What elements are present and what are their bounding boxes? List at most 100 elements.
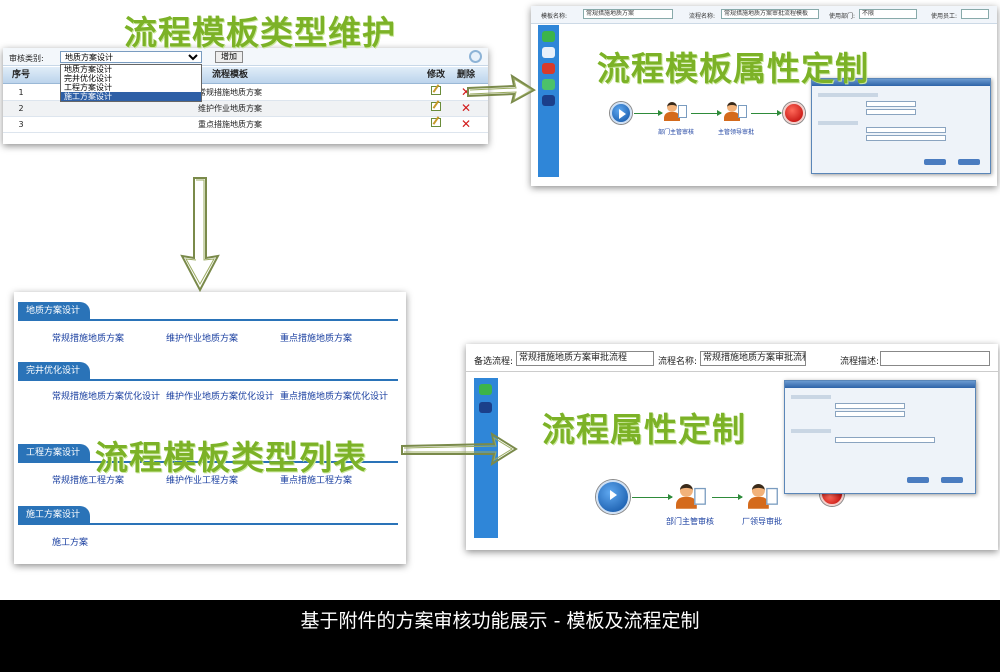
template-property-toolbar: 模板名称: 常规措施地质方案 流程名称: 常规措施地质方案审批流程模板 使用部门… [531, 6, 997, 24]
flow-arrow [634, 110, 663, 116]
row-no: 3 [18, 120, 24, 129]
template-link[interactable]: 常规措施地质方案优化设计 [52, 392, 161, 402]
caption-bar [0, 600, 1000, 672]
node-label-dept-review: 部门主管审核 [658, 129, 695, 136]
template-link[interactable]: 重点措施地质方案 [280, 334, 353, 344]
flow-desc-input[interactable] [880, 351, 990, 366]
flow-arrow [632, 494, 673, 500]
dept-label: 使用部门: [829, 13, 856, 20]
user-node-icon[interactable] [724, 102, 748, 122]
col-delete: 删除 [456, 70, 475, 80]
flow-start-node[interactable] [610, 102, 632, 124]
dialog-cancel-button[interactable] [958, 159, 980, 165]
flow-arrow [751, 110, 782, 116]
template-link[interactable]: 施工方案 [52, 538, 89, 548]
edit-icon[interactable] [431, 118, 441, 127]
tool-sidebar [538, 25, 559, 177]
template-property-title: 流程模板属性定制 [597, 49, 869, 88]
row-template-name: 常规措施地质方案 [198, 88, 262, 97]
category-tab[interactable]: 完井优化设计 [18, 362, 90, 380]
save-icon[interactable] [542, 95, 555, 106]
flow-name-input[interactable]: 常规措施地质方案审批流程模板 [721, 9, 819, 19]
property-dialog [811, 78, 991, 174]
node-label-dept-review: 部门主管审核 [666, 517, 714, 526]
filter-toolbar: 审核类别: 地质方案设计 增加 [3, 48, 488, 66]
template-link[interactable]: 重点措施工程方案 [280, 476, 353, 486]
flow-name-label: 流程名称: [689, 13, 716, 20]
add-button[interactable]: 增加 [215, 51, 243, 63]
dept-select[interactable]: 不限 [859, 9, 917, 19]
node-label-factory-approve: 厂领导审批 [742, 517, 782, 526]
template-name-label: 模板名称: [541, 13, 568, 20]
template-link[interactable]: 常规措施地质方案 [52, 334, 125, 344]
table-row: 3 重点措施地质方案 ✕ [3, 117, 488, 133]
category-section: 工程方案设计常规措施工程方案 维护作业工程方案 重点措施工程方案 [18, 444, 402, 504]
flow-name-label: 流程名称: [658, 357, 698, 367]
template-property-panel: 模板名称: 常规措施地质方案 流程名称: 常规措施地质方案审批流程模板 使用部门… [531, 6, 997, 186]
category-section: 地质方案设计常规措施地质方案 维护作业地质方案 重点措施地质方案 [18, 302, 402, 362]
staff-input[interactable] [961, 9, 989, 19]
template-name-input[interactable]: 常规措施地质方案 [583, 9, 673, 19]
template-link[interactable]: 维护作业工程方案 [166, 476, 239, 486]
flow-name-input[interactable]: 常规措施地质方案审批流程 [700, 351, 806, 366]
dialog-ok-button[interactable] [907, 477, 929, 483]
category-section: 施工方案设计施工方案 [18, 506, 402, 556]
row-no: 1 [18, 88, 24, 97]
property-dialog [784, 380, 976, 494]
category-select[interactable]: 地质方案设计 [60, 51, 202, 63]
category-dropdown[interactable]: 地质方案设计 完井优化设计 工程方案设计 施工方案设计 [60, 64, 202, 102]
row-no: 2 [18, 104, 24, 113]
delete-icon[interactable]: ✕ [460, 117, 472, 131]
dropdown-option[interactable]: 地质方案设计 [64, 65, 112, 74]
caption: 基于附件的方案审核功能展示 - 模板及流程定制 [300, 610, 700, 632]
user-node-icon[interactable] [748, 484, 784, 518]
template-link[interactable]: 维护作业地质方案优化设计 [166, 392, 275, 402]
dropdown-option[interactable]: 工程方案设计 [64, 83, 112, 92]
category-tab[interactable]: 施工方案设计 [18, 506, 90, 524]
dropdown-option[interactable]: 完井优化设计 [64, 74, 112, 83]
globe-icon[interactable] [479, 384, 492, 395]
table-row: 2 维护作业地质方案 ✕ [3, 101, 488, 117]
flow-start-node[interactable] [596, 480, 630, 514]
backup-flow-select[interactable]: 常规措施地质方案审批流程 [516, 351, 654, 366]
template-link[interactable]: 维护作业地质方案 [166, 334, 239, 344]
flow-desc-label: 流程描述: [840, 357, 880, 367]
row-template-name: 维护作业地质方案 [198, 104, 262, 113]
backup-flow-label: 备选流程: [474, 357, 514, 367]
template-link[interactable]: 常规措施工程方案 [52, 476, 125, 486]
dialog-cancel-button[interactable] [941, 477, 963, 483]
delete-icon[interactable] [542, 63, 555, 74]
search-icon[interactable] [469, 50, 482, 63]
user-node-icon[interactable] [676, 484, 712, 518]
edit-icon[interactable] [431, 102, 441, 111]
save-icon[interactable] [479, 402, 492, 413]
row-template-name: 重点措施地质方案 [198, 120, 262, 129]
col-edit: 修改 [426, 70, 445, 80]
flow-property-toolbar: 备选流程: 常规措施地质方案审批流程 流程名称: 常规措施地质方案审批流程 流程… [466, 344, 998, 372]
flow-property-panel: 备选流程: 常规措施地质方案审批流程 流程名称: 常规措施地质方案审批流程 流程… [466, 344, 998, 550]
node-label-leader-approve: 主管领导审批 [718, 129, 755, 136]
globe-icon[interactable] [542, 31, 555, 42]
category-tab[interactable]: 地质方案设计 [18, 302, 90, 320]
dialog-ok-button[interactable] [924, 159, 946, 165]
flow-end-node[interactable] [783, 102, 805, 124]
staff-label: 使用员工: [931, 13, 958, 20]
category-section: 完井优化设计常规措施地质方案优化设计维护作业地质方案优化设计重点措施地质方案优化… [18, 362, 402, 442]
delete-icon[interactable]: ✕ [460, 85, 472, 99]
edit-icon[interactable] [431, 86, 441, 95]
template-type-maintenance-panel: 审核类别: 地质方案设计 增加 地质方案设计 完井优化设计 工程方案设计 施工方… [3, 48, 488, 144]
filter-label: 审核类别: [9, 54, 44, 63]
dropdown-option-selected[interactable]: 施工方案设计 [61, 92, 201, 101]
col-no: 序号 [11, 70, 30, 80]
category-tab[interactable]: 工程方案设计 [18, 444, 90, 462]
user-node-icon[interactable] [664, 102, 688, 122]
flow-arrow [691, 110, 722, 116]
tool-sidebar [474, 378, 498, 538]
template-type-list-panel: 地质方案设计常规措施地质方案 维护作业地质方案 重点措施地质方案完井优化设计常规措施… [14, 292, 406, 564]
flow-arrow [712, 494, 743, 500]
recycle-icon[interactable] [542, 47, 555, 58]
network-icon[interactable] [542, 79, 555, 90]
template-list-title: 流程模板类型列表 [95, 438, 367, 477]
template-link[interactable]: 重点措施地质方案优化设计 [280, 392, 389, 402]
delete-icon[interactable]: ✕ [460, 101, 472, 115]
